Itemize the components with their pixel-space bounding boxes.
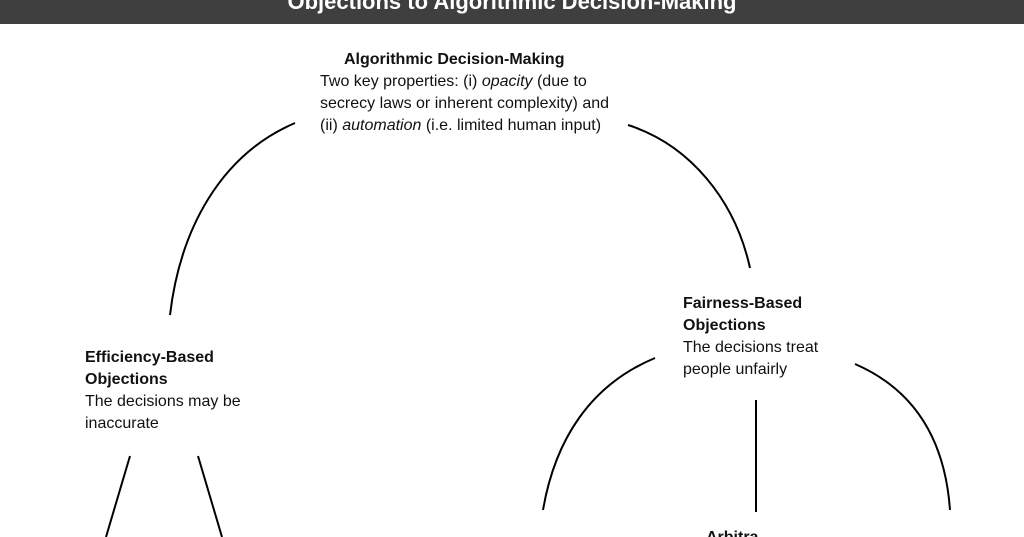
node-fairness-based-objections: Fairness-Based Objections The decisions … xyxy=(683,293,853,381)
node-description: The decisions treat people unfairly xyxy=(683,339,819,378)
node-description: Two key properties: (i) opacity (due to … xyxy=(320,71,620,137)
node-partial-child: Arbitra... xyxy=(706,527,826,537)
desc-emphasis-automation: automation xyxy=(342,117,422,134)
node-algorithmic-decision-making: Algorithmic Decision-Making Two key prop… xyxy=(320,49,620,137)
desc-emphasis-opacity: opacity xyxy=(481,73,533,90)
desc-text: (due to secrecy laws or inherent complex… xyxy=(320,73,610,134)
desc-text: Two key properties: (i) xyxy=(320,73,482,90)
node-title: Fairness-Based Objections xyxy=(683,295,803,334)
node-description: The decisions may be inaccurate xyxy=(85,393,241,432)
desc-text: (i.e. limited human input) xyxy=(421,117,602,134)
node-efficiency-based-objections: Efficiency-Based Objections The decision… xyxy=(85,347,255,435)
edge-fairness-right-child xyxy=(854,363,951,511)
node-title: Algorithmic Decision-Making xyxy=(344,51,565,68)
edge-efficiency-right-child xyxy=(197,455,223,537)
title-bar: Objections to Algorithmic Decision-Makin… xyxy=(0,0,1024,24)
node-title: Arbitra... xyxy=(706,527,826,537)
node-title: Efficiency-Based Objections xyxy=(85,349,214,388)
edge-root-to-fairness xyxy=(627,124,751,269)
diagram-title: Objections to Algorithmic Decision-Makin… xyxy=(287,0,737,14)
edge-efficiency-left-child xyxy=(105,455,131,537)
edge-fairness-left-child xyxy=(542,357,656,511)
edge-root-to-efficiency xyxy=(169,122,296,316)
